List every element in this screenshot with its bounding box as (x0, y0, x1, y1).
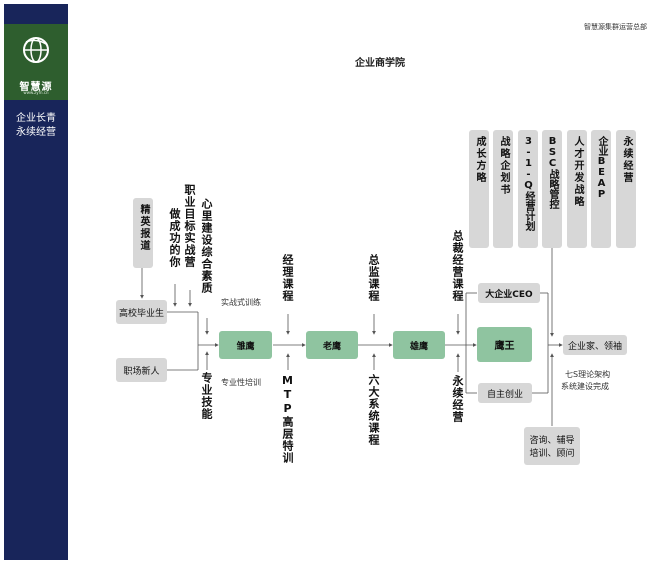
slogan-line-1: 企业长青 (16, 113, 56, 124)
top-box-operation-plan: 3-1-Q经营计划 (518, 130, 538, 248)
ceo-box: 大企业CEO (478, 283, 540, 303)
top-box-growth: 成长方略 (469, 130, 489, 248)
label-professional-skill: 专业技能 (200, 372, 213, 420)
label-mental: 心里建设综合素质 (200, 198, 213, 294)
sidebar-slogan: 企业长青 永续经营 (4, 112, 68, 140)
logo: 智慧源 www.zyfn.cn (4, 24, 68, 100)
startup-box: 自主创业 (478, 383, 532, 403)
consult-line-2: 培训、顾问 (529, 449, 575, 459)
top-box-talent: 人才开发战略 (567, 130, 587, 248)
top-box-bsc: BSC战略管控 (542, 130, 562, 248)
company-name: 智慧源集群运营总部 (584, 23, 647, 31)
label-career-camp: 职业目标实战营 (183, 184, 196, 268)
page-title: 企业商学院 (355, 58, 405, 69)
label-president-course: 总裁经营课程 (451, 230, 464, 302)
label-success: 做成功的你 (168, 208, 181, 268)
label-practice-training: 实战式训练 (221, 298, 261, 307)
label-director-course: 总监课程 (367, 254, 380, 302)
graduate-box: 高校毕业生 (116, 300, 167, 324)
stage-male-eagle: 雄鹰 (393, 331, 445, 359)
label-six-systems: 六大系统课程 (367, 374, 380, 446)
label-sustainable: 永续经营 (451, 375, 464, 423)
consult-box: 咨询、辅导 培训、顾问 (524, 427, 580, 465)
newcomer-box: 职场新人 (116, 358, 167, 382)
label-mtp: MTP高层特训 (281, 374, 294, 464)
logo-text: 智慧源 (19, 82, 53, 93)
report-box: 精英报道 (133, 198, 153, 268)
logo-url: www.zyfn.cn (23, 90, 49, 95)
slogan-line-2: 永续经营 (16, 127, 56, 138)
leader-box: 企业家、领袖 (563, 335, 627, 355)
stage-old-eagle: 老鹰 (306, 331, 358, 359)
label-professional-training: 专业性培训 (221, 378, 261, 387)
theory-line-2: 系统建设完成 (561, 382, 609, 391)
logo-globe-icon (23, 37, 49, 63)
stage-eaglet: 雏鹰 (219, 331, 272, 359)
stage-eagle-king: 鹰王 (477, 327, 532, 362)
top-box-beap: 企业BEAP (591, 130, 611, 248)
consult-line-1: 咨询、辅导 (529, 436, 575, 446)
label-manager-course: 经理课程 (281, 254, 294, 302)
top-box-strategy-plan: 战略企划书 (493, 130, 513, 248)
top-box-sustainable: 永续经营 (616, 130, 636, 248)
theory-line-1: 七S理论架构 (565, 370, 611, 379)
